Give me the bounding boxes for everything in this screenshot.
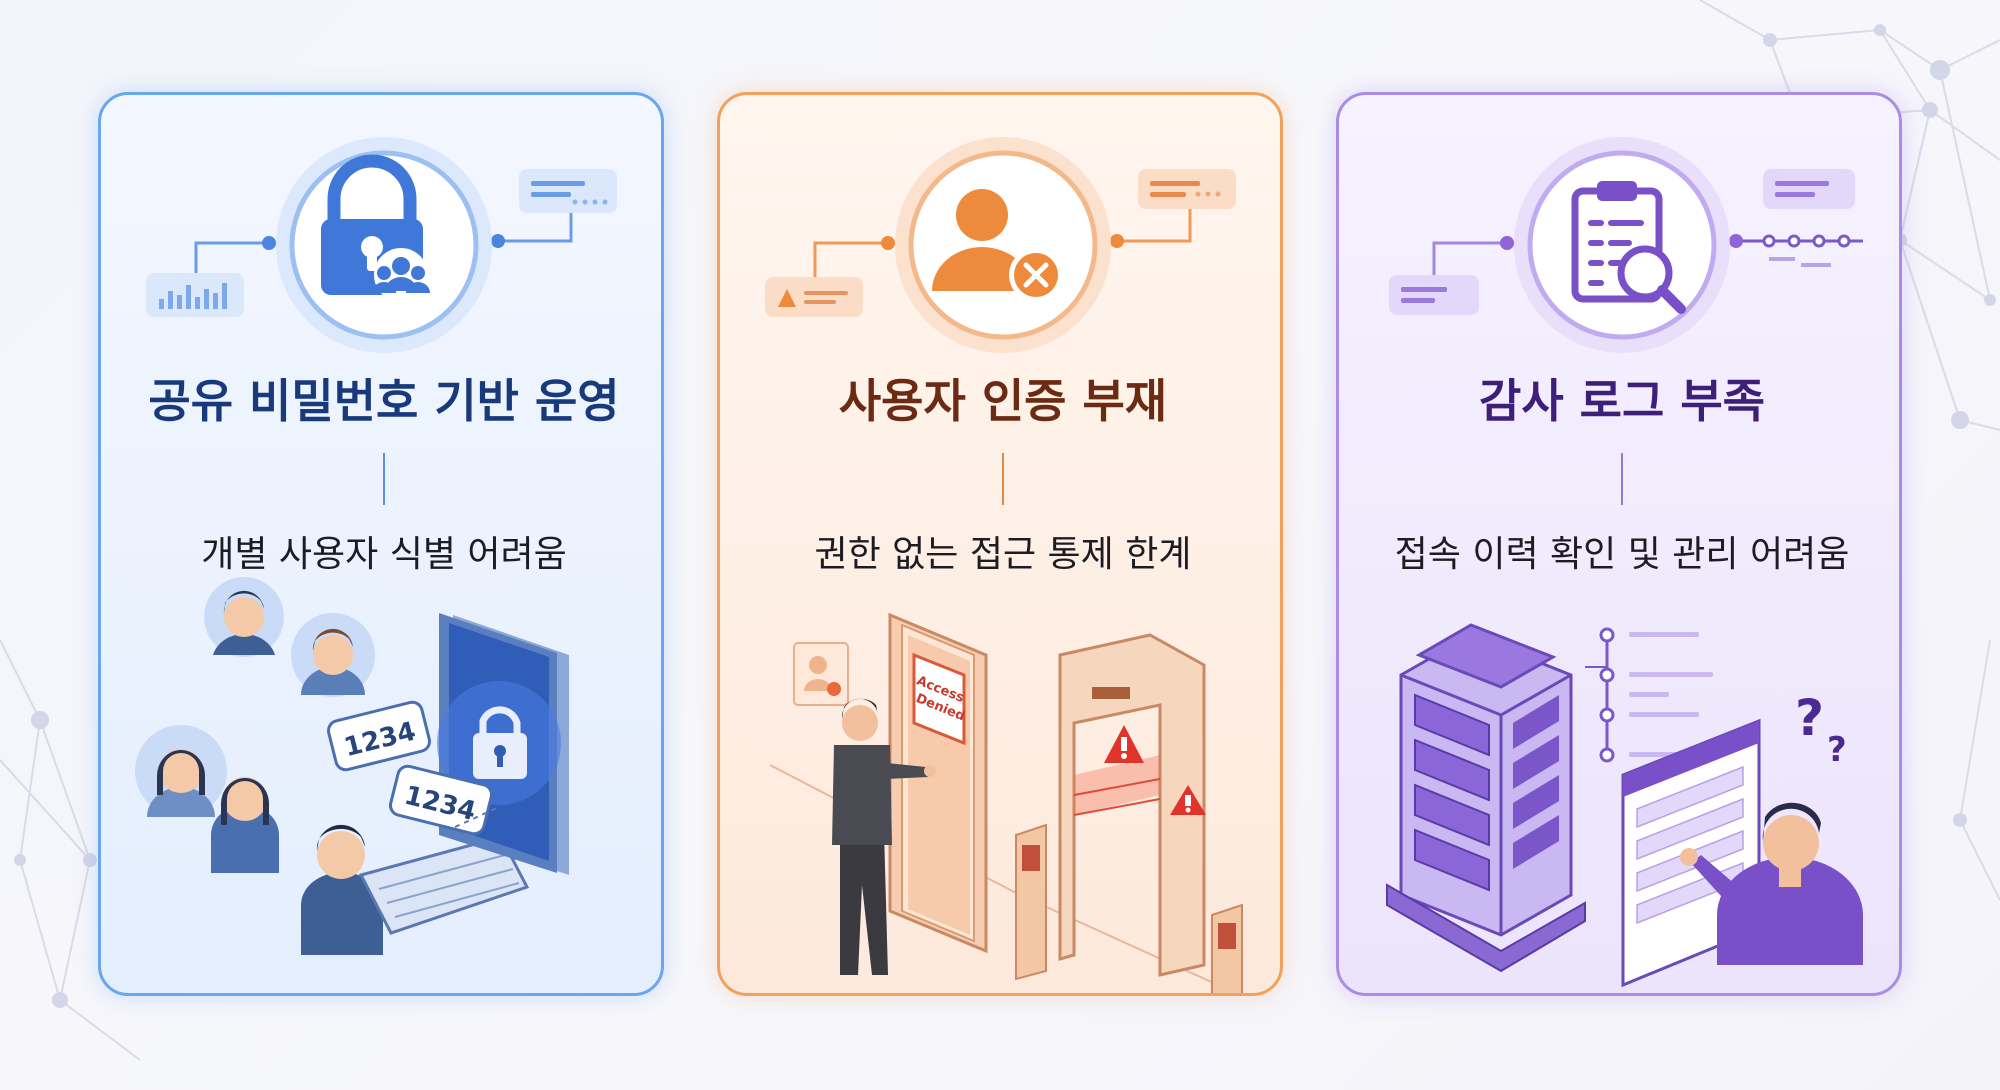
card-subtitle: 개별 사용자 식별 어려움 xyxy=(201,534,567,575)
card-title: 공유 비밀번호 기반 운영 xyxy=(148,374,620,428)
text-lines-panel-icon xyxy=(1389,275,1479,315)
card-art: Access Denied xyxy=(765,137,1243,993)
user-denied-icon xyxy=(932,189,1063,302)
divider xyxy=(383,453,385,505)
warning-panel-icon xyxy=(765,277,863,317)
card-title: 사용자 인증 부재 xyxy=(838,374,1168,428)
shared-password-illustration xyxy=(135,577,569,955)
card-subtitle: 권한 없는 접근 통제 한계 xyxy=(814,534,1192,575)
card-art: ? ? xyxy=(1386,137,1863,988)
clipboard-search-icon xyxy=(1571,181,1686,314)
card-shared-password: 1234 1234 공유 비밀번호 기반 운영 개별 사용자 식별 어려움 xyxy=(98,92,664,996)
card-title: 감사 로그 부족 xyxy=(1479,374,1765,428)
audit-log-illustration xyxy=(1386,623,1863,988)
text-lines-panel-icon xyxy=(1138,169,1236,209)
text-lines-panel-icon xyxy=(1763,169,1855,209)
card-audit-log: ? ? 감사 로그 부족 접속 이력 확인 및 관리 어려움 xyxy=(1336,92,1902,996)
divider xyxy=(1002,453,1004,505)
divider xyxy=(1621,453,1623,505)
question-mark-large: ? xyxy=(1795,689,1824,747)
card-art: 1234 1234 xyxy=(135,137,617,955)
question-mark-small: ? xyxy=(1827,730,1847,770)
text-lines-panel-icon xyxy=(519,169,617,213)
bar-chart-panel-icon xyxy=(146,273,244,317)
access-denied-illustration xyxy=(769,612,1243,993)
lock-users-icon xyxy=(321,154,430,302)
card-no-authentication: Access Denied 사용자 인증 부재 권한 없는 접근 통제 한계 xyxy=(717,92,1283,996)
card-subtitle: 접속 이력 확인 및 관리 어려움 xyxy=(1394,534,1850,575)
